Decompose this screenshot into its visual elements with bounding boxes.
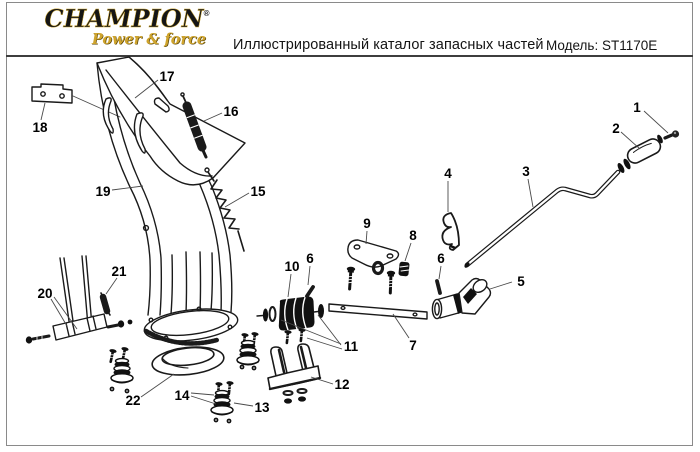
part-18-plate bbox=[31, 83, 121, 118]
part-number-4: 4 bbox=[444, 166, 452, 181]
part-9-bracket-plate bbox=[343, 239, 400, 295]
leader-line-3 bbox=[527, 178, 534, 208]
leader-line-19 bbox=[111, 185, 144, 191]
part-number-15: 15 bbox=[250, 184, 266, 199]
part-5-universal-joint bbox=[431, 277, 492, 320]
champion-logo: CHAMPION® Power & force bbox=[38, 6, 216, 47]
brand-name: CHAMPION bbox=[44, 4, 204, 33]
part-13-14-rubber-mounts bbox=[105, 330, 261, 425]
leader-line-8 bbox=[404, 242, 412, 262]
brand-line: CHAMPION® bbox=[38, 6, 216, 32]
part-number-1: 1 bbox=[633, 100, 641, 115]
catalog-title: Иллюстрированный каталог запасных частей bbox=[233, 37, 544, 53]
part-number-10: 10 bbox=[284, 259, 299, 274]
part-number-17: 17 bbox=[159, 69, 174, 84]
leader-line-16 bbox=[203, 112, 223, 122]
leader-line-6 bbox=[307, 265, 311, 286]
leader-line-13 bbox=[233, 402, 254, 407]
leader-line-20 bbox=[53, 296, 78, 330]
brand-tagline: Power & force bbox=[91, 30, 207, 48]
page-border bbox=[6, 2, 693, 446]
leader-line-11 bbox=[280, 319, 342, 345]
leader-line-9 bbox=[365, 230, 368, 245]
part-number-22: 22 bbox=[125, 393, 140, 408]
part-number-5: 5 bbox=[517, 274, 525, 289]
part-15-spring bbox=[204, 167, 245, 252]
part-3-crank-rod bbox=[464, 169, 621, 268]
part-number-12: 12 bbox=[334, 377, 349, 392]
part-2-handle-grip bbox=[617, 138, 662, 174]
part-10-worm-gear bbox=[256, 296, 324, 331]
part-number-16: 16 bbox=[223, 104, 239, 119]
part-number-8: 8 bbox=[409, 228, 417, 243]
part-number-20: 20 bbox=[37, 286, 52, 301]
part-6-pin-right bbox=[435, 279, 442, 295]
part-1-bolt bbox=[657, 130, 680, 144]
leader-line-7 bbox=[392, 313, 410, 339]
chute-base-flange bbox=[143, 306, 239, 346]
part-6-pin-left bbox=[305, 285, 315, 298]
registered-mark: ® bbox=[203, 9, 210, 18]
leader-line-2 bbox=[620, 131, 641, 150]
part-20-bracket-rods bbox=[25, 255, 133, 344]
leader-line-21 bbox=[105, 277, 118, 295]
leader-line-11 bbox=[317, 314, 342, 346]
part-number-2: 2 bbox=[612, 121, 620, 136]
model-label: Модель: ST1170E bbox=[546, 38, 658, 53]
leader-line-6 bbox=[438, 265, 442, 280]
part-number-18: 18 bbox=[32, 120, 48, 135]
part-number-21: 21 bbox=[111, 264, 127, 279]
leader-line-22 bbox=[140, 373, 175, 398]
leader-line-14 bbox=[190, 395, 217, 405]
part-16-spring bbox=[180, 92, 208, 159]
leader-line-15 bbox=[224, 192, 250, 208]
leader-line-12 bbox=[310, 376, 334, 385]
part-number-19: 19 bbox=[95, 184, 110, 199]
leader-line-11 bbox=[306, 337, 343, 350]
leader-line-20 bbox=[50, 298, 68, 327]
part-number-6: 6 bbox=[306, 251, 314, 266]
part-12-u-bracket bbox=[267, 343, 322, 404]
part-number-14: 14 bbox=[174, 388, 190, 403]
part-number-6: 6 bbox=[437, 251, 445, 266]
part-7-flat-bar bbox=[328, 303, 428, 320]
part-8-bushing bbox=[398, 261, 410, 277]
part-number-9: 9 bbox=[363, 216, 371, 231]
leader-line-14 bbox=[190, 392, 215, 396]
part-number-7: 7 bbox=[409, 338, 417, 353]
leader-line-10 bbox=[287, 273, 292, 298]
part-4-r-clip bbox=[441, 212, 460, 251]
part-22-ring bbox=[151, 346, 225, 376]
part-number-3: 3 bbox=[522, 164, 530, 179]
part-number-11: 11 bbox=[344, 339, 359, 354]
part-number-13: 13 bbox=[254, 400, 270, 415]
header-divider bbox=[6, 55, 693, 57]
leader-line-17 bbox=[134, 79, 159, 99]
leader-line-18 bbox=[40, 102, 46, 121]
leader-line-1 bbox=[643, 110, 669, 134]
part-21-spring bbox=[99, 292, 111, 316]
leader-line-5 bbox=[489, 281, 513, 290]
part-17-deflector bbox=[96, 56, 246, 186]
